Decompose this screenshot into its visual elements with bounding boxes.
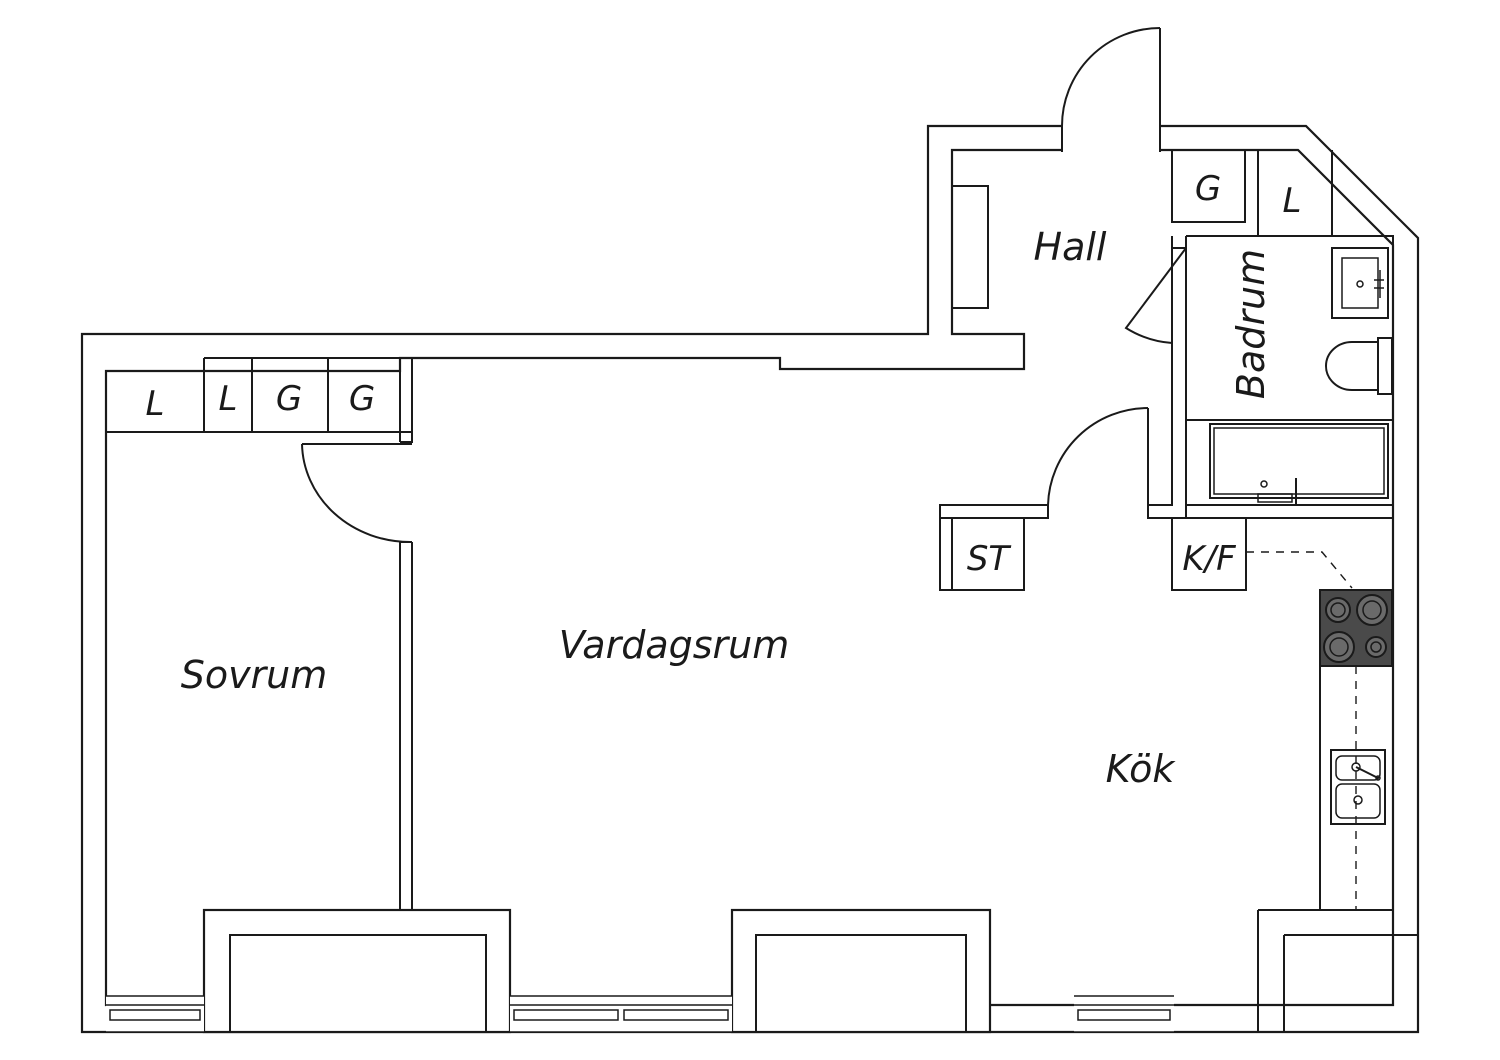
bedroom-partition [399, 358, 413, 911]
closet-label-hall-l: L [1283, 181, 1302, 221]
closet-label-kf: K/F [1182, 539, 1236, 579]
closet-label-bed-g1: G [276, 379, 302, 419]
closet-label-bed-g2: G [349, 379, 375, 419]
bathtub [1209, 423, 1389, 504]
room-label-vardagsrum: Vardagsrum [559, 623, 790, 667]
closet-label-bed-l2: L [219, 379, 238, 419]
toilet [1325, 337, 1393, 395]
bathroom-sink [1331, 247, 1389, 319]
bedroom-door [301, 443, 411, 543]
closet-label-hall-g: G [1195, 169, 1221, 209]
kitchen-door [939, 407, 1149, 519]
hall-shelf [951, 185, 989, 309]
kitchen-sink [1330, 749, 1386, 825]
room-label-kok: Kök [1106, 747, 1177, 791]
window-niches [202, 908, 1418, 1034]
closet-label-st: ST [967, 539, 1012, 579]
outer-walls [80, 124, 1420, 1034]
windows [106, 995, 1174, 1033]
entrance-door [1061, 27, 1161, 152]
bathroom-door [1124, 247, 1187, 344]
room-label-sovrum: Sovrum [181, 653, 328, 697]
bedroom-wardrobes [106, 357, 413, 443]
room-label-hall: Hall [1034, 225, 1107, 269]
bathroom-walls [1147, 235, 1394, 519]
stove [1319, 589, 1393, 667]
closet-label-bed-l1: L [146, 384, 165, 424]
room-label-badrum: Badrum [1229, 249, 1273, 399]
st-closet [939, 518, 1025, 591]
